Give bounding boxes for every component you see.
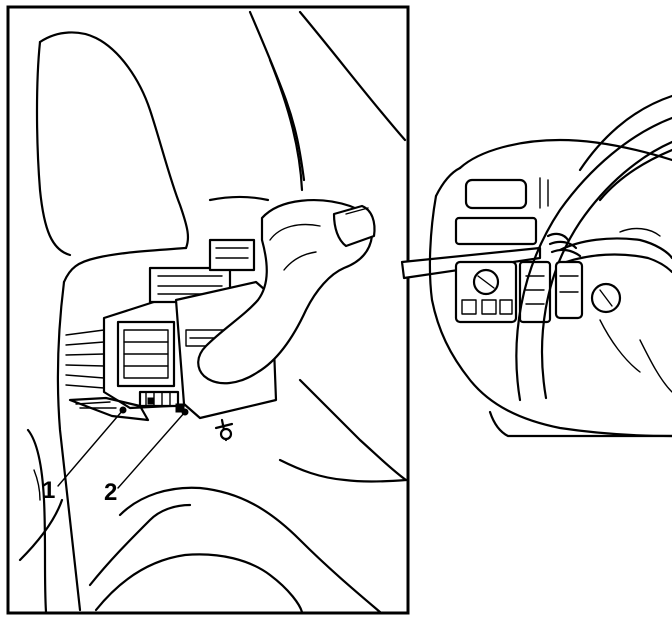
dashboard-overview [428, 94, 672, 438]
closeup-panel [18, 10, 408, 614]
callout-1: 1 [42, 477, 55, 504]
callout-leaders [57, 406, 189, 489]
callout-2: 2 [104, 479, 117, 506]
